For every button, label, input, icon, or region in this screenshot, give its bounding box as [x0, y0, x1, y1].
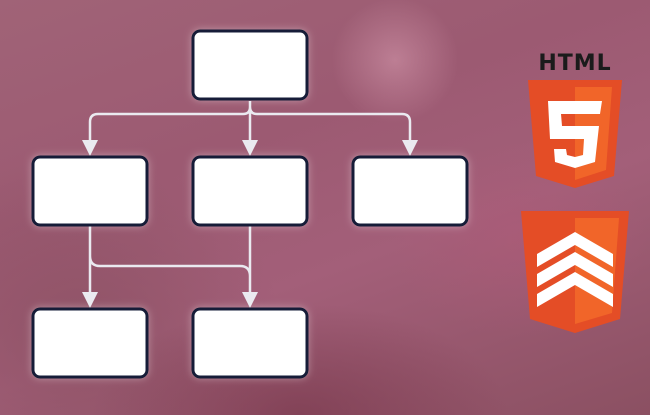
diagram-nodes [31, 29, 469, 379]
arrowhead-grandchild-left [82, 292, 98, 308]
node-grandchild-middle [191, 307, 309, 379]
badge-chevron-bottom [537, 272, 613, 307]
arrowhead-child-right [402, 140, 418, 156]
node-root [191, 29, 309, 101]
node-grandchild-left [31, 307, 149, 379]
html5-logo-word: HTML [538, 51, 611, 76]
node-child-left [31, 155, 149, 227]
badge-chevron-top [537, 232, 613, 267]
arrowhead-child-left [82, 140, 98, 156]
badge-chevron-middle [537, 252, 613, 287]
arrowhead-child-middle [242, 140, 258, 156]
diagram-connectors [82, 101, 418, 308]
html5-numeral-five [548, 101, 602, 168]
html5-logo-icon: HTML [528, 51, 622, 188]
edge-children-to-grandchildren [88, 226, 252, 297]
chevron-stack-badge-icon [521, 211, 629, 333]
node-child-middle [191, 155, 309, 227]
node-child-right [351, 155, 469, 227]
edge-root-to-children [88, 101, 412, 146]
arrowhead-grandchild-middle [242, 292, 258, 308]
